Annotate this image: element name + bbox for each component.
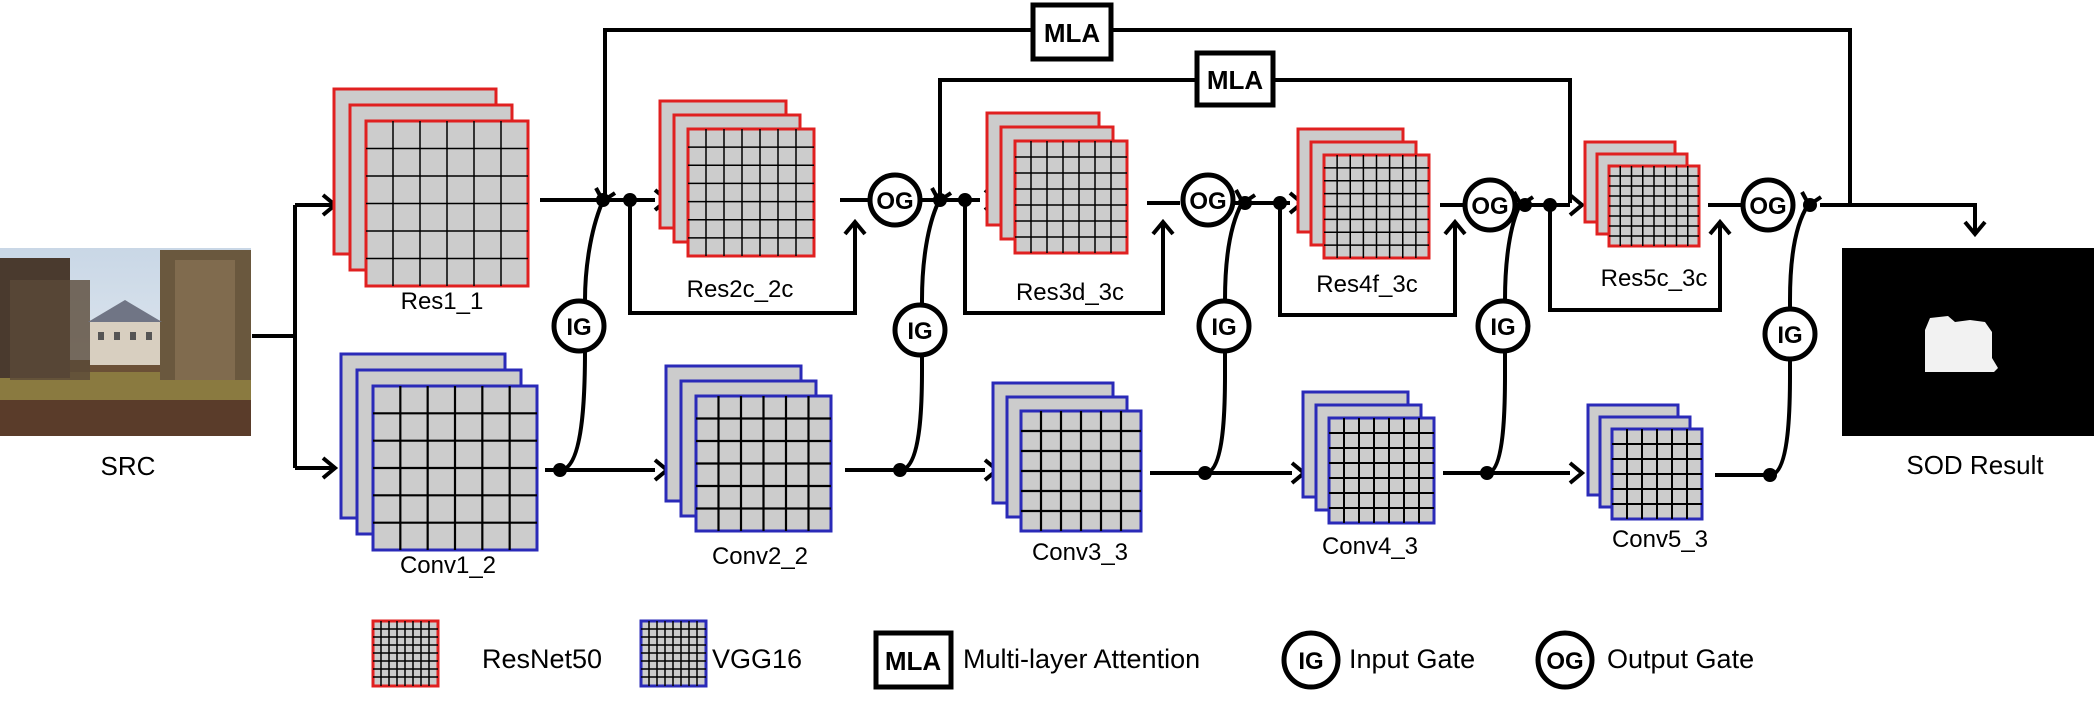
gate-circle	[1740, 177, 1796, 233]
vgg-block-3-label: Conv3_3	[1032, 539, 1128, 566]
connections	[252, 28, 1977, 477]
feature-map-grid	[373, 386, 537, 550]
vgg-block-1: Conv1_2	[339, 352, 539, 579]
input-gate-3: IG	[1196, 298, 1252, 354]
feature-map-layer	[1013, 139, 1129, 255]
gate-text: OG	[1749, 193, 1786, 220]
source-image	[0, 248, 251, 436]
resnet-block-4-label: Res4f_3c	[1316, 271, 1417, 298]
feature-map-grid	[696, 396, 831, 531]
feature-map-layer	[686, 127, 816, 258]
feature-map-grid	[688, 129, 814, 256]
vgg-block-4-label: Conv4_3	[1322, 533, 1418, 560]
result-label: SOD Result	[1906, 450, 2044, 480]
mla-outer-label: MLA	[1044, 18, 1101, 48]
legend-mla-badge: MLA	[873, 630, 954, 690]
gate-circle	[551, 298, 607, 354]
feature-map-grid	[1021, 411, 1141, 531]
resnet-block-3: Res3d_3c	[985, 111, 1129, 306]
legend: ResNet50 VGG16 MLA Multi-layer Attention…	[371, 619, 1754, 690]
gate-circle	[1462, 177, 1518, 233]
vgg-block-3: Conv3_3	[991, 381, 1143, 566]
legend-og-label: Output Gate	[1607, 644, 1754, 674]
legend-ig-label: Input Gate	[1349, 644, 1475, 674]
gate-text: OG	[1471, 193, 1508, 220]
gate-text: IG	[1777, 322, 1802, 349]
output-gate-4: OG	[1740, 177, 1796, 233]
input-gate-2: IG	[892, 302, 948, 358]
feature-map-grid	[1015, 141, 1127, 253]
legend-mla-badge-text: MLA	[885, 646, 942, 676]
result-image	[1842, 248, 2094, 436]
gate-text: IG	[1211, 314, 1236, 341]
legend-mla-label: Multi-layer Attention	[963, 644, 1200, 674]
resnet-block-5-label: Res5c_3c	[1601, 265, 1708, 292]
vgg-block-2-label: Conv2_2	[712, 543, 808, 570]
resnet-block-4: Res4f_3c	[1296, 127, 1431, 298]
gate-text: IG	[1490, 314, 1515, 341]
input-gate-1: IG	[551, 298, 607, 354]
junction-dots	[553, 193, 1817, 482]
gate-text: OG	[876, 188, 913, 215]
feature-map-layer	[1327, 416, 1436, 525]
gate-text: OG	[1189, 188, 1226, 215]
resnet-blocks: Res1_1 Res2c_2c Res3d_3c Res4f_3c Res5c_3c	[332, 87, 1708, 315]
input-gate-5: IG	[1762, 306, 1818, 362]
legend-og-badge-text: OG	[1546, 648, 1583, 675]
output-gate-3: OG	[1462, 177, 1518, 233]
resnet-block-1: Res1_1	[332, 87, 530, 315]
gate-circle	[1762, 306, 1818, 362]
vgg-block-4: Conv4_3	[1301, 390, 1436, 560]
resnet-block-2-label: Res2c_2c	[687, 276, 794, 303]
legend-ig-badge-text: IG	[1298, 648, 1323, 675]
resnet-block-2: Res2c_2c	[658, 99, 816, 303]
mla-box-inner: MLA	[1194, 50, 1276, 108]
legend-ig-badge: IG	[1281, 630, 1341, 690]
vgg-block-1-label: Conv1_2	[400, 552, 496, 579]
gate-circle	[1196, 298, 1252, 354]
gate-circle	[1475, 298, 1531, 354]
input-gate-4: IG	[1475, 298, 1531, 354]
gates: IG IG IG IG IG OG OG OG OG	[551, 172, 1818, 362]
legend-resnet-label: ResNet50	[482, 644, 602, 674]
gate-circle	[892, 302, 948, 358]
resnet-block-5: Res5c_3c	[1583, 140, 1708, 292]
vgg-blocks: Conv1_2 Conv2_2 Conv3_3 Conv4_3 Conv5_3	[339, 352, 1708, 579]
mla-box-outer: MLA	[1030, 2, 1114, 62]
gate-circle	[1180, 172, 1236, 228]
feature-map-grid	[1324, 155, 1429, 258]
vgg-block-5-label: Conv5_3	[1612, 526, 1708, 553]
legend-vgg-label: VGG16	[712, 644, 802, 674]
vgg-block-5: Conv5_3	[1586, 403, 1708, 553]
gate-text: IG	[566, 314, 591, 341]
feature-map-grid	[366, 121, 528, 286]
resnet-block-3-label: Res3d_3c	[1016, 279, 1124, 306]
legend-vgg-swatch	[639, 619, 708, 688]
vgg-block-2: Conv2_2	[664, 364, 833, 570]
output-gate-1: OG	[867, 172, 923, 228]
legend-resnet-swatch	[371, 619, 440, 688]
output-gate-2: OG	[1180, 172, 1236, 228]
gate-text: IG	[907, 318, 932, 345]
legend-og-badge: OG	[1535, 630, 1595, 690]
gate-circle	[867, 172, 923, 228]
mla-inner-label: MLA	[1207, 65, 1264, 95]
feature-map-grid	[1329, 418, 1434, 523]
resnet-block-1-label: Res1_1	[401, 288, 484, 315]
src-label: SRC	[101, 451, 156, 481]
feature-map-grid	[1609, 166, 1699, 246]
feature-map-grid	[1612, 429, 1702, 519]
